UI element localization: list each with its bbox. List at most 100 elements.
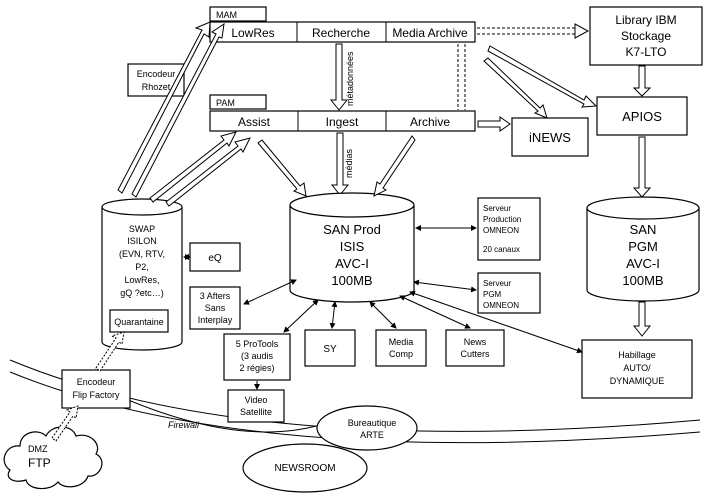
flip-factory-line-1: Encodeur <box>77 377 116 387</box>
pam-bar <box>209 110 476 132</box>
bureautique-line-2: ARTE <box>360 430 384 440</box>
swap-assist-arrow-2 <box>165 137 251 207</box>
san-prod-line-4: 100MB <box>331 273 372 288</box>
pam-cell-assist: Assist <box>238 115 271 129</box>
mam-cell-lowres: LowRes <box>231 26 274 40</box>
pam-label-box <box>209 94 267 110</box>
media-comp: Media Comp <box>375 329 427 367</box>
apios-sanpgm-arrow <box>632 136 652 198</box>
san-prod-line-3: AVC-I <box>335 256 369 271</box>
swap-to-lowres-arrow-2 <box>131 22 225 198</box>
sanprod-afters-link <box>243 279 297 305</box>
archive-inews-diag-arrow <box>483 57 548 119</box>
protools-line-2: (3 audis <box>241 351 274 361</box>
archive-library-arrowhead <box>574 23 590 39</box>
sanprod-serveurpgm-link <box>413 279 477 293</box>
media-comp-line-2: Comp <box>389 349 413 359</box>
afters-box <box>189 286 241 330</box>
archive-sanprod-arrow <box>373 135 416 197</box>
swap-line-4: P2, <box>135 262 149 272</box>
san-pgm-line-2: PGM <box>628 239 658 254</box>
quarantaine-label: Quarantaine <box>114 317 164 327</box>
pam-cell-archive: Archive <box>410 115 450 129</box>
pam-label: PAM <box>216 98 235 108</box>
archive-apios-arrow <box>487 45 598 108</box>
sy: SY <box>304 329 356 367</box>
news-cutters-line-2: Cutters <box>460 349 490 359</box>
serveur-production: Serveur Production OMNEON 20 canaux <box>477 197 541 261</box>
metadonnees-arrow <box>329 43 349 111</box>
swap-line-5: LowRes, <box>124 275 159 285</box>
swap-assist-arrow <box>149 131 237 203</box>
dmz-ftp-cloud: DMZ FTP <box>3 426 103 490</box>
swap-mam-arrows <box>117 21 225 198</box>
media-comp-box <box>375 329 427 367</box>
apios-label: APIOS <box>622 109 662 124</box>
rhozet-line-1: Encodeur <box>137 69 176 79</box>
serveur-pgm-line-1: Serveur <box>483 279 511 288</box>
mam-label: MAM <box>216 10 237 20</box>
san-prod-top <box>289 192 415 218</box>
sanprod-protools-link <box>283 299 319 333</box>
sanprod-mediacomp-link <box>369 301 397 329</box>
serveur-production-line-2: Production <box>483 215 521 224</box>
protools-box <box>223 333 291 381</box>
library-line-2: Stockage <box>621 29 671 43</box>
san-pgm-line-1: SAN <box>630 222 657 237</box>
afters-line-3: Interplay <box>198 315 233 325</box>
news-cutters-box <box>445 329 505 367</box>
swap-line-2: ISILON <box>127 236 157 246</box>
swap-line-6: gQ ?etc…) <box>120 288 164 298</box>
swap-line-3: (EVN, RTV, <box>119 249 165 259</box>
mam-cell-media-archive: Media Archive <box>392 26 468 40</box>
apios-box <box>596 96 688 136</box>
pam-cell-ingest: Ingest <box>326 115 359 129</box>
serveur-pgm-line-2: PGM <box>483 290 502 299</box>
video-satellite-line-1: Video <box>245 395 268 405</box>
bureautique-ellipse <box>316 405 418 451</box>
flip-factory-box <box>61 369 131 409</box>
archive-inews-arrow <box>477 116 511 132</box>
newsroom-label: NEWSROOM <box>274 463 335 474</box>
medias-arrow <box>330 132 350 196</box>
library-line-1: Library IBM <box>615 13 676 27</box>
library-apios-arrow <box>632 65 652 97</box>
media-comp-line-1: Media <box>389 337 414 347</box>
metadonnees-label: métadonnées <box>345 51 355 106</box>
video-satellite-box <box>227 389 285 423</box>
eq: eQ <box>189 242 241 272</box>
habillage-line-3: DYNAMIQUE <box>610 376 665 386</box>
video-satellite-line-2: Satellite <box>240 407 272 417</box>
swap-cylinder-top <box>101 198 183 216</box>
san-prod-line-2: ISIS <box>340 239 365 254</box>
mam-bar <box>209 21 476 43</box>
dmz-cloud-shape <box>3 426 103 490</box>
eq-box <box>189 242 241 272</box>
sy-box <box>304 329 356 367</box>
flip-factory-line-2: Flip Factory <box>72 390 120 400</box>
newsroom: NEWSROOM <box>242 443 368 493</box>
library-line-3: K7-LTO <box>626 45 667 59</box>
sanpgm-habillage-arrow <box>632 301 652 337</box>
library-ibm: Library IBM Stockage K7-LTO <box>589 6 703 66</box>
san-pgm-line-4: 100MB <box>622 273 663 288</box>
assist-sanprod-arrow <box>257 139 307 197</box>
rhozet-line-2: Rhozet <box>142 82 171 92</box>
san-pgm-line-3: AVC-I <box>626 256 660 271</box>
library-box <box>589 6 703 66</box>
quarantaine-box <box>109 309 169 333</box>
san-pgm-top <box>586 196 700 220</box>
pam-group: PAM Assist Ingest Archive <box>209 94 476 132</box>
habillage-line-1: Habillage <box>618 350 656 360</box>
bureautique-arte: Bureautique ARTE <box>316 405 418 451</box>
afters-line-2: Sans <box>205 303 226 313</box>
sanprod-habillage-link <box>409 290 583 354</box>
bureautique-line-1: Bureautique <box>348 418 397 428</box>
san-pgm-body <box>586 208 700 302</box>
encodeur-flip-factory: Encodeur Flip Factory <box>61 369 131 409</box>
mam-label-box <box>209 6 267 22</box>
firewall-label: Firewall <box>168 420 200 430</box>
serveur-pgm: Serveur PGM OMNEON <box>477 272 541 314</box>
